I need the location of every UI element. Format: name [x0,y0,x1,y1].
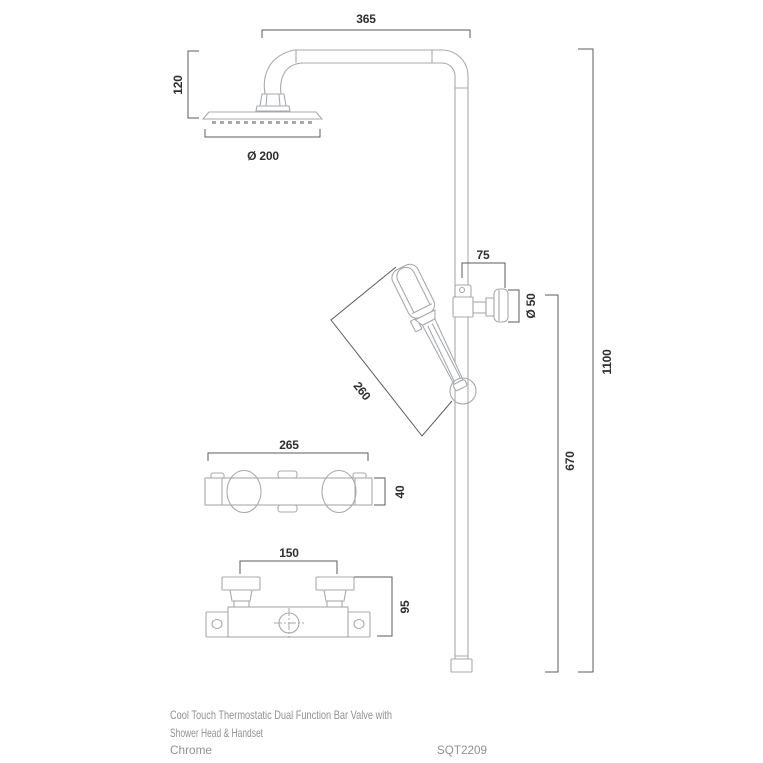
dim-inlet-centres-line [239,560,338,574]
bar-valve-top-view [204,469,373,514]
dim-arm-projection-line [261,29,471,38]
valve-inlet-left [221,576,261,591]
valve-mount-plate-right [347,611,371,638]
dim-valve-width-label: 265 [279,438,299,452]
bar-valve-front-view [205,576,371,638]
dim-valve-depth-label: 40 [393,485,407,498]
dim-valve-depth-line [374,477,386,506]
mount-hole-right [353,618,365,630]
shower-head [201,111,324,124]
dim-valve-height-label: 95 [398,600,412,613]
dim-bracket-projection-label: 75 [477,248,490,262]
valve-mount-plate-left [205,611,229,638]
valve-knob-right-top [321,469,357,514]
caption-block: Cool Touch Thermostatic Dual Function Ba… [170,708,487,757]
dim-valve-width-line [207,452,369,461]
shower-head-connector [255,93,291,112]
valve-inlet-right [315,576,355,591]
bracket-knob [493,288,509,323]
shower-arm-and-riser-rail [263,49,473,673]
dim-head-diameter-label: Ø 200 [247,149,279,163]
dim-rail-height-line [545,294,559,673]
valve-body-front [227,606,349,638]
slider-bracket [452,284,509,323]
dim-head-diameter-line [204,129,321,138]
valve-body-top [204,477,373,506]
dim-handset-length-label: 260 [351,379,374,403]
dimension-labels: 365 120 Ø 200 75 Ø 50 260 1100 670 265 4… [171,12,614,613]
dim-valve-height-line [354,576,393,637]
product-code: SQT2209 [437,743,487,757]
dim-head-drop-label: 120 [171,75,185,95]
dim-total-height-label: 1100 [600,349,614,375]
valve-knob-left-top [226,469,262,514]
dim-handset-length-line [330,266,453,437]
mount-hole-left [211,618,223,630]
dim-bracket-diameter-label: Ø 50 [524,293,538,319]
caption-line1: Cool Touch Thermostatic Dual Function Ba… [170,708,392,722]
bracket-screw-icon [458,286,466,294]
handset-holder-ring [449,377,477,405]
rail-foot [450,658,473,673]
dimension-lines [187,29,594,673]
dim-arm-projection-label: 365 [356,12,376,26]
dim-bracket-projection-line [461,262,506,288]
dim-inlet-centres-label: 150 [279,546,299,560]
handset [391,263,468,392]
dim-bracket-diameter-line [508,289,520,323]
dim-total-height-line [578,48,594,673]
dim-rail-height-label: 670 [563,451,577,471]
caption-finish: Chrome [170,743,212,757]
caption-line2: Shower Head & Handset [170,726,263,740]
dim-head-drop-line [187,50,199,119]
